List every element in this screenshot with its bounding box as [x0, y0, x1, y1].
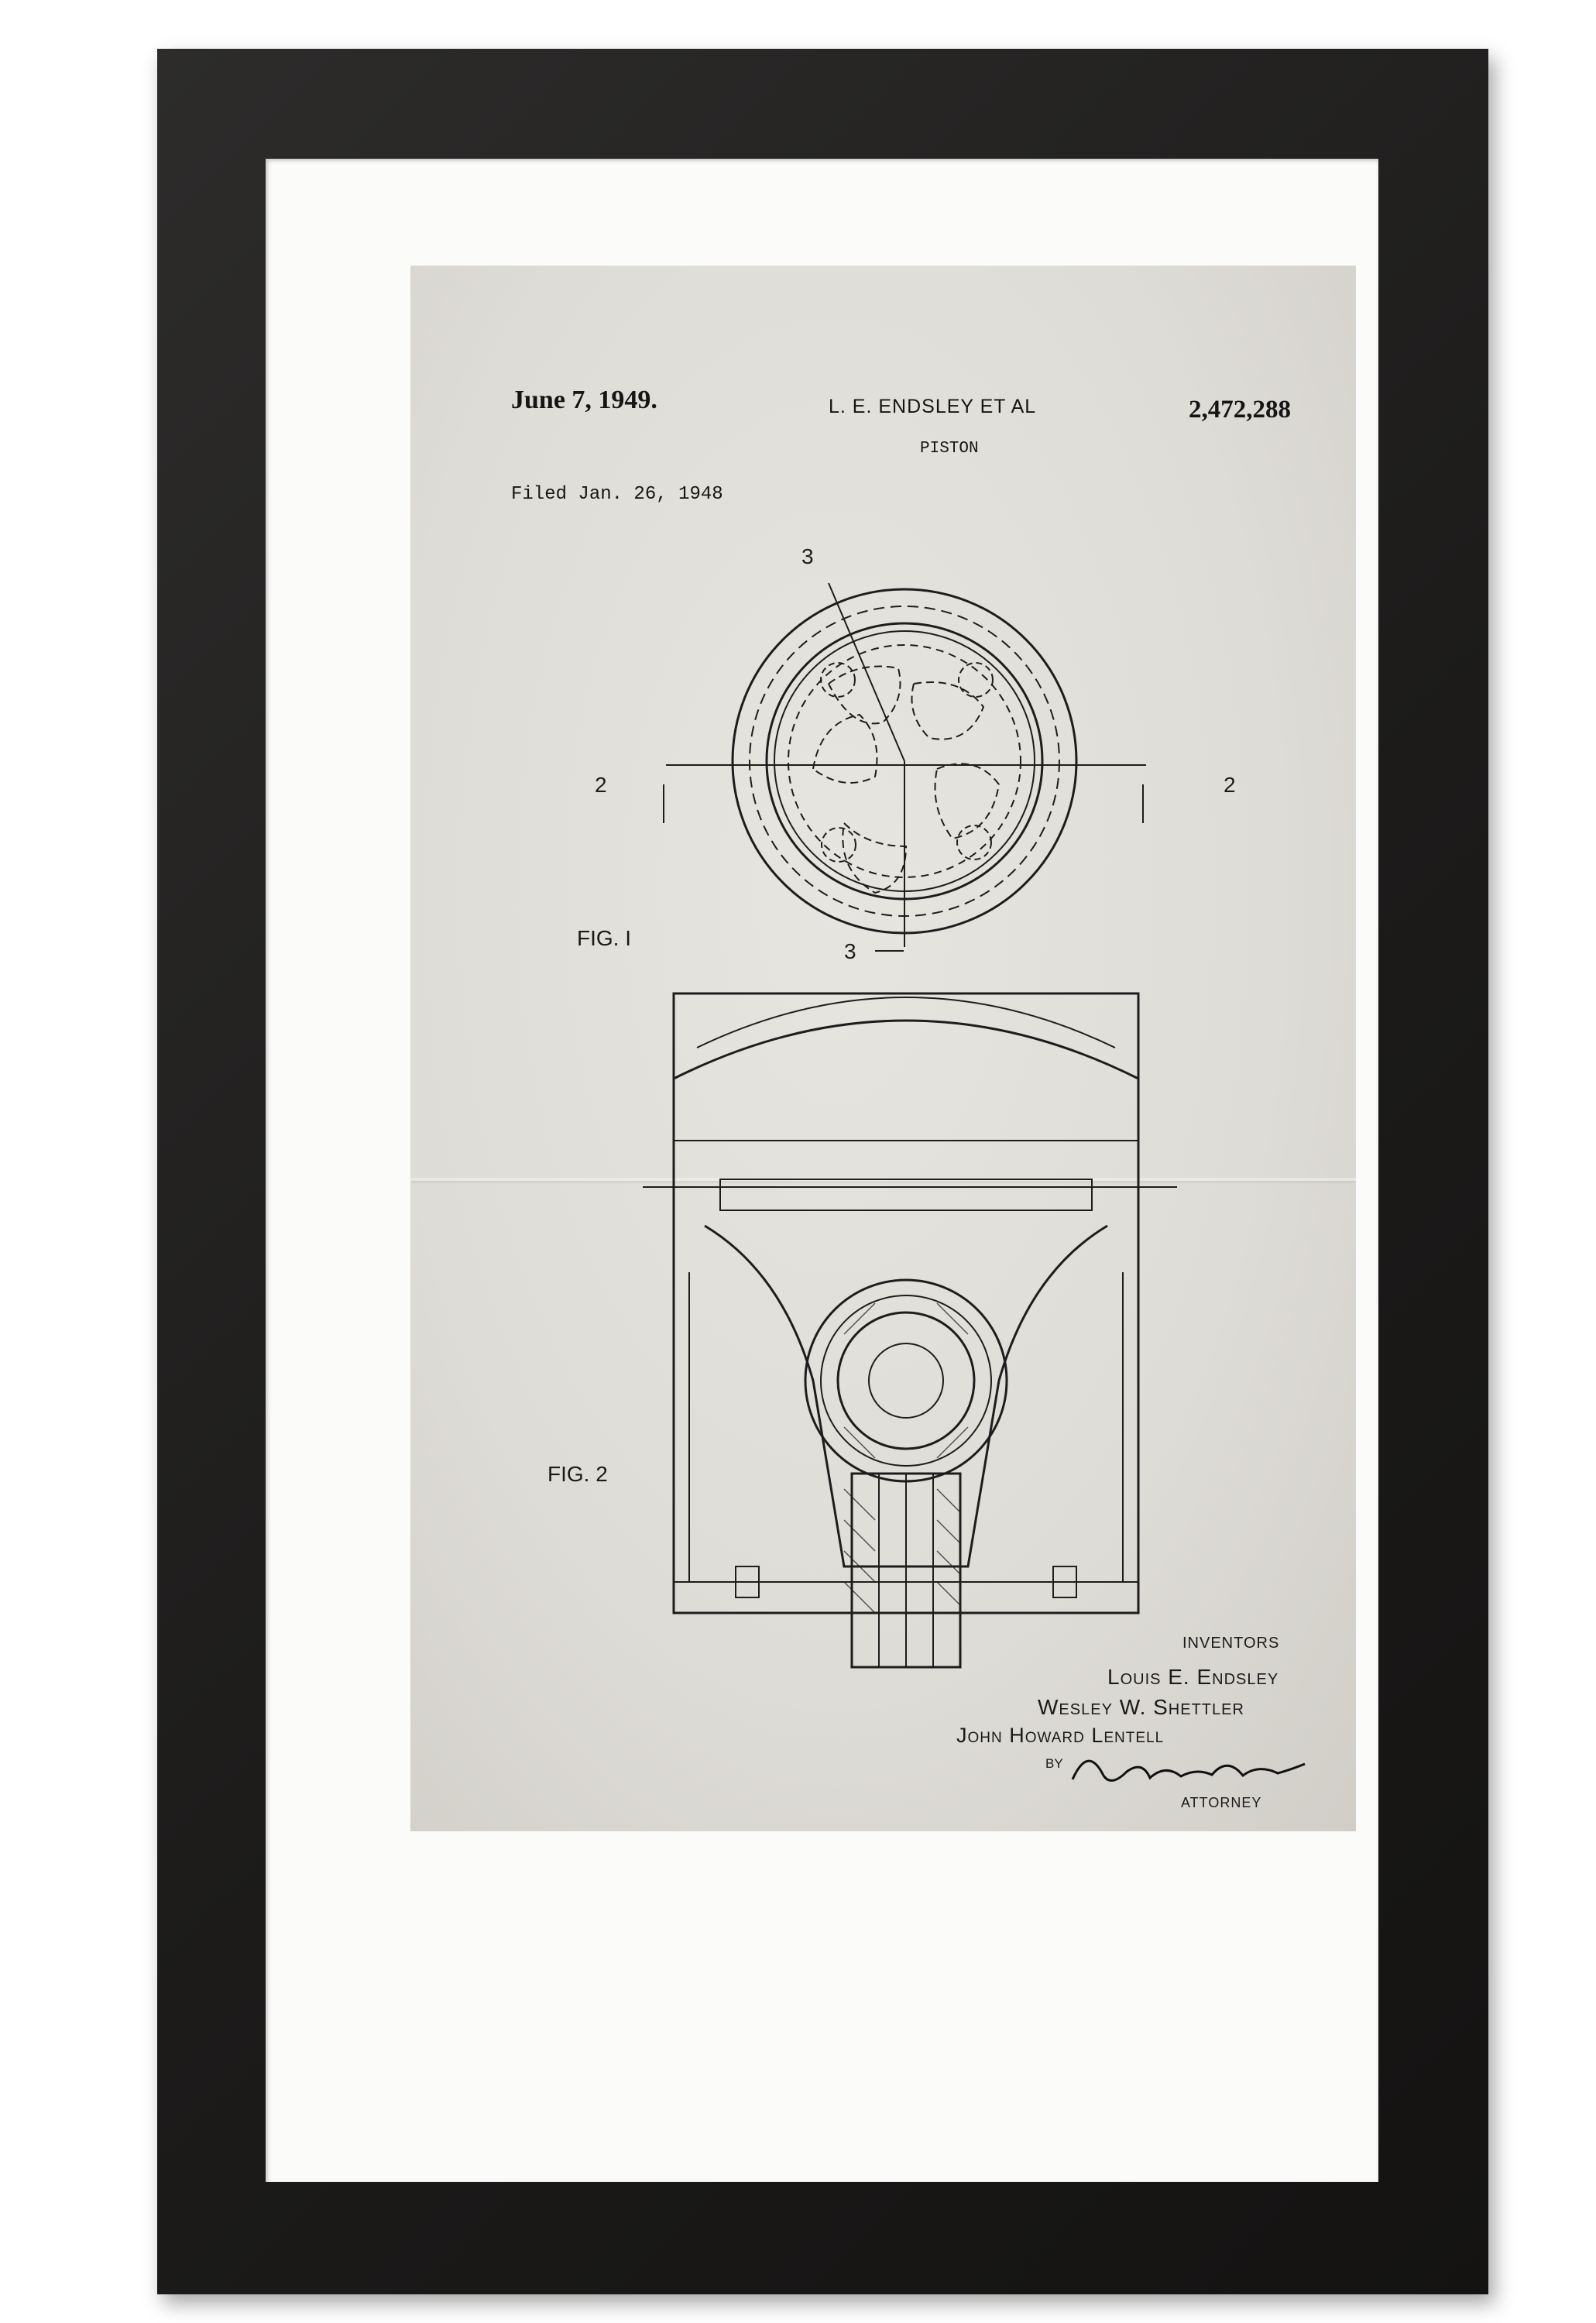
filed-date: Filed Jan. 26, 1948 — [511, 484, 723, 505]
inventors-label: INVENTORS — [1182, 1635, 1280, 1652]
fig2-section-view — [643, 992, 1177, 1669]
attorney-signature — [1071, 1759, 1306, 1782]
svg-text:2: 2 — [595, 773, 607, 797]
fig2-label: FIG. 2 — [547, 1462, 608, 1486]
fig1-top-view — [663, 582, 1146, 952]
inventor-name: Louis E. Endsley — [1107, 1665, 1279, 1689]
inventor-header: L. E. ENDSLEY ET AL — [829, 396, 1037, 417]
attorney-label: ATTORNEY — [1181, 1795, 1262, 1810]
by-label: BY — [1045, 1756, 1063, 1771]
patent-print: June 7, 1949. Filed Jan. 26, 1948 L. E. … — [410, 266, 1356, 1831]
inventor-name: John Howard Lentell — [956, 1724, 1165, 1747]
svg-text:3: 3 — [801, 544, 814, 568]
patent-drawing: 3 2 2 3 — [595, 544, 1236, 1669]
svg-text:2: 2 — [1224, 773, 1236, 797]
patent-date: June 7, 1949. — [511, 386, 657, 414]
inventor-name: Wesley W. Shettler — [1038, 1695, 1244, 1719]
fig1-label: FIG. I — [577, 926, 631, 950]
section-hatching — [843, 1302, 969, 1614]
patent-title: PISTON — [920, 440, 979, 458]
patent-number: 2,472,288 — [1189, 396, 1291, 424]
svg-text:3: 3 — [844, 939, 856, 963]
